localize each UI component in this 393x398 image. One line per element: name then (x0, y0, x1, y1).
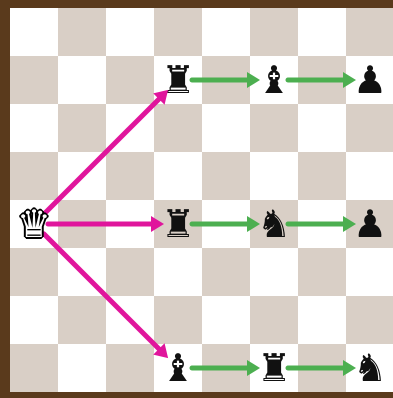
square-c1[interactable] (106, 344, 154, 392)
square-a8[interactable] (10, 8, 58, 56)
square-h5[interactable] (346, 152, 393, 200)
square-a7[interactable] (10, 56, 58, 104)
square-c5[interactable] (106, 152, 154, 200)
square-e2[interactable] (202, 296, 250, 344)
square-b2[interactable] (58, 296, 106, 344)
square-g8[interactable] (298, 8, 346, 56)
square-e4[interactable] (202, 200, 250, 248)
square-g3[interactable] (298, 248, 346, 296)
black-rook-d4-piece[interactable]: ♜ (154, 200, 202, 248)
square-b3[interactable] (58, 248, 106, 296)
square-c2[interactable] (106, 296, 154, 344)
square-g6[interactable] (298, 104, 346, 152)
square-d3[interactable] (154, 248, 202, 296)
square-g7[interactable] (298, 56, 346, 104)
square-c7[interactable] (106, 56, 154, 104)
black-knight-h1-piece[interactable]: ♞ (346, 344, 393, 392)
square-f6[interactable] (250, 104, 298, 152)
square-d5[interactable] (154, 152, 202, 200)
square-c4[interactable] (106, 200, 154, 248)
black-rook-f1-piece[interactable]: ♜ (250, 344, 298, 392)
square-e7[interactable] (202, 56, 250, 104)
square-e3[interactable] (202, 248, 250, 296)
square-b6[interactable] (58, 104, 106, 152)
square-h2[interactable] (346, 296, 393, 344)
black-pawn-h4-piece[interactable]: ♟ (346, 200, 393, 248)
square-c3[interactable] (106, 248, 154, 296)
square-h8[interactable] (346, 8, 393, 56)
square-g5[interactable] (298, 152, 346, 200)
black-rook-d7-piece[interactable]: ♜ (154, 56, 202, 104)
square-c6[interactable] (106, 104, 154, 152)
square-b8[interactable] (58, 8, 106, 56)
square-g2[interactable] (298, 296, 346, 344)
square-a6[interactable] (10, 104, 58, 152)
square-h3[interactable] (346, 248, 393, 296)
black-bishop-f7-piece[interactable]: ♝ (250, 56, 298, 104)
square-e1[interactable] (202, 344, 250, 392)
square-e8[interactable] (202, 8, 250, 56)
chess-board[interactable]: ♛ ♜ ♝ ♟ ♜ ♞ ♟ ♝ ♜ ♞ (10, 8, 393, 392)
square-c8[interactable] (106, 8, 154, 56)
square-a2[interactable] (10, 296, 58, 344)
black-knight-f4-piece[interactable]: ♞ (250, 200, 298, 248)
black-bishop-d1-piece[interactable]: ♝ (154, 344, 202, 392)
square-f3[interactable] (250, 248, 298, 296)
square-a1[interactable] (10, 344, 58, 392)
square-f8[interactable] (250, 8, 298, 56)
square-g1[interactable] (298, 344, 346, 392)
square-d2[interactable] (154, 296, 202, 344)
square-a3[interactable] (10, 248, 58, 296)
white-queen-piece[interactable]: ♛ (10, 200, 58, 248)
black-pawn-h7-piece[interactable]: ♟ (346, 56, 393, 104)
square-a5[interactable] (10, 152, 58, 200)
square-f2[interactable] (250, 296, 298, 344)
square-g4[interactable] (298, 200, 346, 248)
square-b4[interactable] (58, 200, 106, 248)
square-f5[interactable] (250, 152, 298, 200)
square-e6[interactable] (202, 104, 250, 152)
square-b7[interactable] (58, 56, 106, 104)
square-h6[interactable] (346, 104, 393, 152)
square-b1[interactable] (58, 344, 106, 392)
square-b5[interactable] (58, 152, 106, 200)
square-d6[interactable] (154, 104, 202, 152)
square-e5[interactable] (202, 152, 250, 200)
square-d8[interactable] (154, 8, 202, 56)
